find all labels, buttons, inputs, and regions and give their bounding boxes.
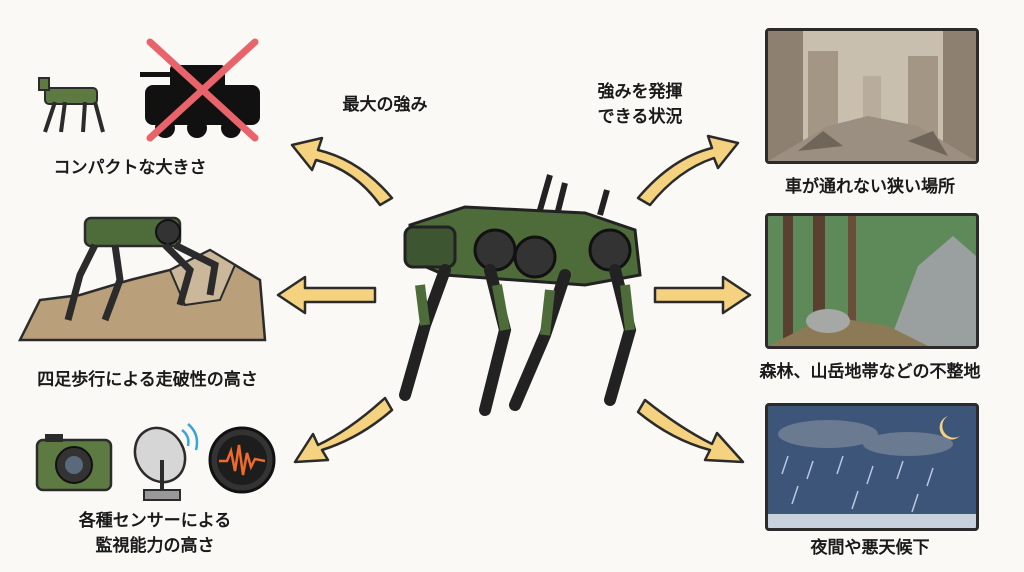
- satellite-dish-icon: [133, 423, 199, 501]
- situation-terrain-label: 森林、山岳地帯などの不整地: [759, 362, 981, 382]
- arrow-to-sensors: [293, 396, 394, 464]
- left-heading: 最大の強み: [342, 95, 428, 115]
- strength-compact-label: コンパクトな大きさ: [53, 158, 207, 178]
- quadruped-robot-illustration: [399, 174, 642, 416]
- arrow-to-narrow: [636, 134, 740, 207]
- forest-terrain-image: [765, 213, 979, 349]
- strength-sensor-label-2: 監視能力の高さ: [95, 536, 215, 556]
- situation-night-label: 夜間や悪天候下: [810, 538, 930, 558]
- arrow-to-mobility: [276, 275, 377, 315]
- arrow-to-terrain: [653, 275, 752, 315]
- arrow-to-compact: [290, 136, 394, 207]
- right-heading-2: できる状況: [597, 107, 683, 127]
- strength-mobility-label: 四足歩行による走破性の高さ: [37, 370, 258, 390]
- situation-narrow-label: 車が通れない狭い場所: [785, 177, 955, 197]
- small-robot-icon: [38, 77, 105, 133]
- arrow-to-night: [636, 398, 745, 464]
- oscilloscope-icon: [208, 426, 276, 494]
- right-heading-1: 強みを発揮: [597, 82, 683, 102]
- strength-sensor-label-1: 各種センサーによる: [78, 511, 232, 531]
- camera-icon: [35, 434, 113, 492]
- tank-icon: [140, 38, 260, 142]
- night-rain-image: [765, 403, 979, 531]
- robot-on-rocks-illustration: [17, 216, 267, 342]
- ruins-street-image: [765, 28, 979, 164]
